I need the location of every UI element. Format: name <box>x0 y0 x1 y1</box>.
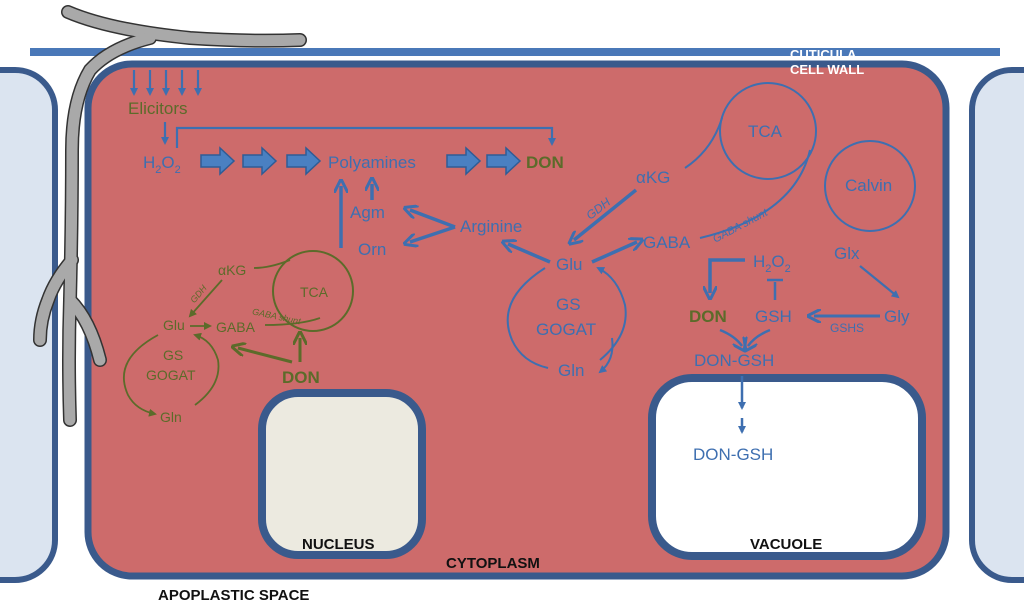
tca-cycle-fungus <box>272 250 354 332</box>
gs-gogat-plant-cycle-left <box>506 267 549 369</box>
apoplastic-space-label: APOPLASTIC SPACE <box>158 587 309 604</box>
gs-fungus-label: GS <box>163 347 183 363</box>
nucleus <box>258 389 426 559</box>
polyamine-synthesis-arrows <box>341 184 456 248</box>
vacuole-label: VACUOLE <box>750 536 822 553</box>
akg-fungus-label: αKG <box>218 262 246 278</box>
don-fungus-arrows <box>238 338 300 364</box>
elicitors-label: Elicitors <box>128 99 188 118</box>
calvin-label: Calvin <box>845 176 892 195</box>
gogat-fungus-label: GOGAT <box>146 367 196 383</box>
gsh-inhibits-h2o2 <box>767 278 783 300</box>
gs-gogat-fungus-cycle-right <box>193 332 220 406</box>
h2o2-to-don-bracket <box>175 126 556 148</box>
tca-fungus-label: TCA <box>300 284 329 300</box>
elicitor-arrows <box>130 70 202 96</box>
arginine-label: Arginine <box>460 217 522 236</box>
gln-fungus-label: Gln <box>160 409 182 425</box>
orn-label: Orn <box>358 240 386 259</box>
gaba-plant-label: GABA <box>643 233 691 252</box>
tca-cycle-plant <box>719 82 817 180</box>
agm-label: Agm <box>350 203 385 222</box>
don-gsh-vacuole-label: DON-GSH <box>693 445 773 464</box>
h2o2-to-don-arrow <box>710 258 745 293</box>
neighbor-cell-left <box>0 67 58 583</box>
cell-wall-label: CELL WALL <box>790 62 864 77</box>
gs-gogat-fungus-cycle-left <box>123 334 159 417</box>
gs-plant-label: GS <box>556 295 581 314</box>
gs-gogat-plant-cycle-right <box>596 267 627 361</box>
tca-plant-label: TCA <box>748 122 783 141</box>
glu-plant-label: Glu <box>556 255 582 274</box>
glx-label: Glx <box>834 244 860 263</box>
h2o2-right: H2O2 <box>753 252 791 275</box>
cytoplasm-label: CYTOPLASM <box>446 555 540 572</box>
gaba-fungus-label: GABA <box>216 319 256 335</box>
gln-plant-label: Gln <box>558 361 584 380</box>
tca-to-akg-path <box>684 117 723 169</box>
don-top-label: DON <box>526 153 564 172</box>
glx-to-gly-arrow <box>859 265 900 299</box>
don-fungus-label: DON <box>282 368 320 387</box>
neighbor-cell-right <box>969 67 1024 583</box>
h2o2-top: H2O2 <box>143 153 181 176</box>
tca-to-gaba-shunt-fungus <box>264 317 321 326</box>
glu-fungus-label: Glu <box>163 317 185 333</box>
glu-to-gaba-arrow <box>591 242 637 264</box>
don-gsh-label: DON-GSH <box>694 351 774 370</box>
fungal-hypha <box>33 5 307 427</box>
gogat-plant-label: GOGAT <box>536 320 596 339</box>
gly-label: Gly <box>884 307 910 326</box>
akg-to-glu-fungus-arrow <box>188 279 223 318</box>
vacuole <box>648 374 926 560</box>
glu-to-arginine-arrow <box>508 244 551 264</box>
cuticula-label: CUTICULA <box>790 47 857 62</box>
gs-gogat-plant-cycle-bottom <box>598 337 614 374</box>
don-gsh-conjugation-arrows <box>719 328 771 346</box>
block-arrows <box>200 146 522 176</box>
nucleus-label: NUCLEUS <box>302 536 375 553</box>
gsh-label: GSH <box>755 307 792 326</box>
polyamines-label: Polyamines <box>328 153 416 172</box>
don-mid-label: DON <box>689 307 727 326</box>
tca-to-gaba-shunt <box>699 149 811 239</box>
gshs-label: GSHS <box>830 321 864 335</box>
cuticula-line <box>30 48 1000 56</box>
tca-to-akg-fungus <box>253 259 291 269</box>
akg-to-glu-arrow <box>574 188 638 240</box>
akg-plant-label: αKG <box>636 168 670 187</box>
calvin-cycle <box>824 140 916 232</box>
